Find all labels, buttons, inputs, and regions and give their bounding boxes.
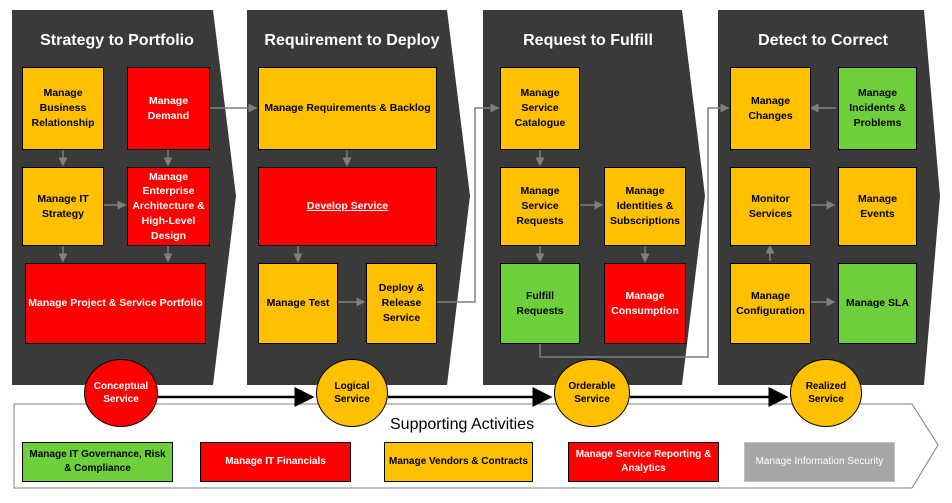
- manage-it-strategy-box: Manage IT Strategy: [22, 167, 104, 246]
- supporting-activities-title: Supporting Activities: [390, 416, 535, 433]
- manage-incidents-box: Manage Incidents & Problems: [838, 67, 917, 150]
- manage-business-relationship-box: Manage Business Relationship: [22, 67, 104, 150]
- support-item-information-security: Manage Information Security: [744, 442, 895, 482]
- manage-test-box: Manage Test: [258, 263, 338, 344]
- manage-project-portfolio-box: Manage Project & Service Portfolio: [25, 263, 206, 344]
- manage-demand-box: Manage Demand: [127, 67, 210, 150]
- milestone-realized-service: Realized Service: [790, 359, 862, 427]
- milestone-orderable-service: Orderable Service: [554, 359, 630, 427]
- manage-enterprise-architecture-box: Manage Enterprise Architecture & High-Le…: [127, 167, 210, 246]
- deploy-release-box: Deploy & Release Service: [366, 263, 437, 344]
- stage-title-deploy: Requirement to Deploy: [264, 32, 440, 49]
- develop-service-box: Develop Service: [258, 167, 437, 246]
- support-item-financials: Manage IT Financials: [200, 442, 351, 482]
- manage-service-requests-box: Manage Service Requests: [500, 167, 580, 246]
- manage-requirements-box: Manage Requirements & Backlog: [258, 67, 437, 150]
- fulfill-requests-box: Fulfill Requests: [500, 263, 580, 344]
- manage-sla-box: Manage SLA: [838, 263, 917, 344]
- manage-events-box: Manage Events: [838, 167, 917, 246]
- stage-title-correct: Detect to Correct: [758, 32, 888, 49]
- support-item-reporting: Manage Service Reporting & Analytics: [568, 442, 719, 482]
- stage-title-strategy: Strategy to Portfolio: [40, 32, 194, 49]
- stage-title-fulfill: Request to Fulfill: [523, 32, 653, 49]
- manage-service-catalogue-box: Manage Service Catalogue: [500, 67, 580, 150]
- support-item-governance: Manage IT Governance, Risk & Compliance: [22, 442, 173, 482]
- manage-configuration-box: Manage Configuration: [730, 263, 811, 344]
- manage-changes-box: Manage Changes: [730, 67, 811, 150]
- manage-identities-box: Manage Identities & Subscriptions: [604, 167, 686, 246]
- milestone-conceptual-service: Conceptual Service: [84, 359, 158, 427]
- support-item-vendors: Manage Vendors & Contracts: [384, 442, 533, 482]
- milestone-logical-service: Logical Service: [316, 359, 388, 427]
- monitor-services-box: Monitor Services: [730, 167, 811, 246]
- manage-consumption-box: Manage Consumption: [604, 263, 686, 344]
